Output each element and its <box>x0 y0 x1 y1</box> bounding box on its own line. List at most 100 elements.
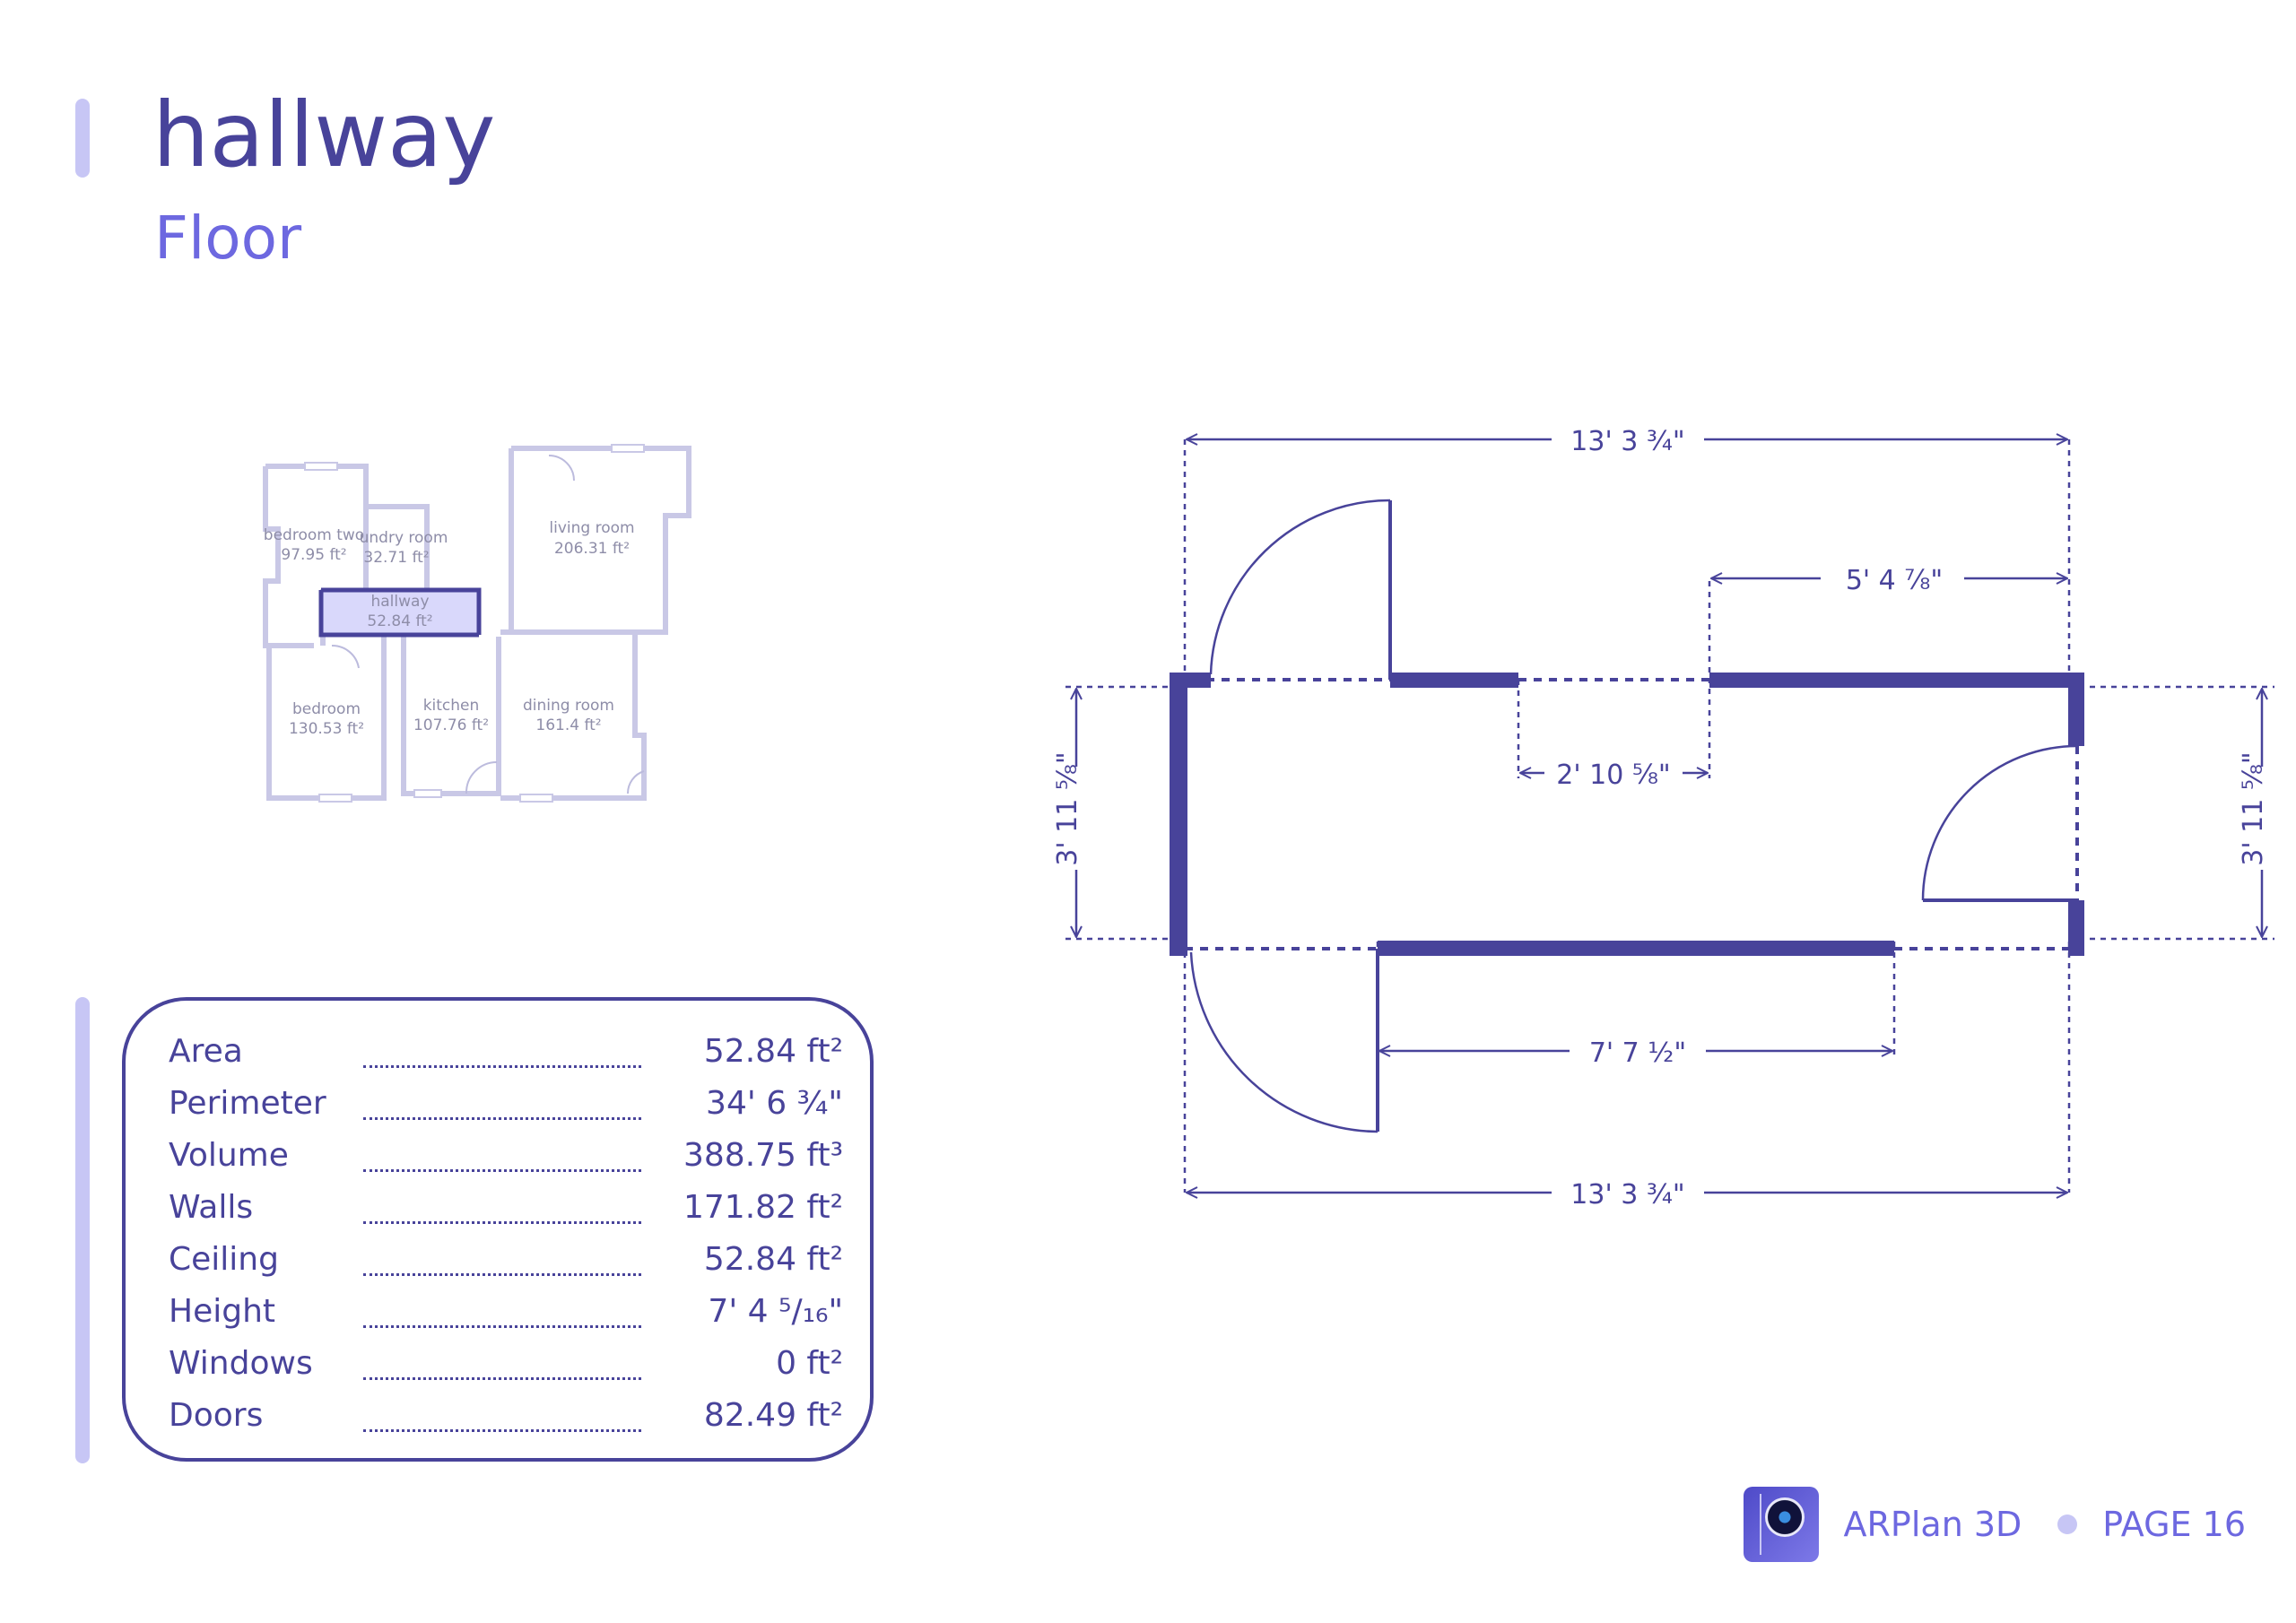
overview-door-arc-dining <box>626 770 645 794</box>
footer-separator-dot <box>2057 1515 2078 1534</box>
dim-label-top-width: 13' 3 ¾" <box>1570 426 1684 457</box>
overview-room-area: 206.31 ft² <box>554 540 630 558</box>
stat-label: Walls <box>169 1189 254 1226</box>
overview-door-arc-hallway <box>451 591 480 620</box>
stat-row-area: Area 52.84 ft² <box>126 1029 870 1081</box>
overview-wall-bedroom <box>266 637 387 801</box>
door-swing-top <box>1209 499 1391 675</box>
stat-value: 34' 6 ¾" <box>706 1085 843 1122</box>
stat-leader-dots <box>363 1221 641 1224</box>
dim-label-left-height: 3' 11 ⅝" <box>1052 751 1083 865</box>
wall-top-left <box>1170 673 1211 688</box>
overview-room-name: hallway <box>370 593 429 611</box>
overview-wall-laundry <box>366 504 430 592</box>
overview-wall-dining-room <box>500 629 647 801</box>
lens-icon-part <box>1764 1497 1805 1537</box>
title-accent-bar <box>75 99 90 178</box>
stat-row-ceiling: Ceiling 52.84 ft² <box>126 1237 870 1289</box>
stat-value: 0 ft² <box>776 1345 843 1382</box>
stat-row-height: Height 7' 4 ⁵/₁₆" <box>126 1289 870 1341</box>
dim-label-bottom-width: 13' 3 ¾" <box>1570 1179 1684 1211</box>
walls <box>1170 673 2084 956</box>
overview-window <box>413 789 442 798</box>
stat-label: Doors <box>169 1397 264 1434</box>
stat-label: Perimeter <box>169 1085 326 1122</box>
stat-leader-dots <box>363 1065 641 1068</box>
extension-lines <box>1065 439 2274 1193</box>
stat-label: Ceiling <box>169 1241 279 1278</box>
stat-label: Area <box>169 1033 243 1070</box>
overview-room-area: 107.76 ft² <box>413 716 489 734</box>
app-name: ARPlan 3D <box>1843 1505 2022 1544</box>
stat-leader-dots <box>363 1117 641 1120</box>
ruler-icon-part <box>1751 1494 1761 1555</box>
footer: ARPlan 3D PAGE 16 <box>1743 1485 2246 1564</box>
wall-left <box>1170 673 1187 956</box>
overview-windows <box>304 444 645 803</box>
stat-row-windows: Windows 0 ft² <box>126 1341 870 1393</box>
overview-window <box>318 794 352 803</box>
overview-room-name: bedroom two <box>264 526 364 544</box>
stats-table: Area 52.84 ft² Perimeter 34' 6 ¾" Volume… <box>122 997 874 1462</box>
stat-row-perimeter: Perimeter 34' 6 ¾" <box>126 1081 870 1133</box>
stat-label: Height <box>169 1293 276 1330</box>
overview-door-arc-kitchen <box>465 761 498 794</box>
wall-right-upper <box>2068 673 2084 746</box>
stat-row-doors: Doors 82.49 ft² <box>126 1393 870 1445</box>
dim-label-top-right-segment: 5' 4 ⅞" <box>1846 565 1943 596</box>
wall-right-lower <box>2068 900 2084 956</box>
stat-label: Volume <box>169 1137 289 1174</box>
overview-hallway-walls <box>318 587 482 638</box>
page-subtitle: Floor <box>154 204 302 273</box>
camera-lens-ruler-icon <box>1743 1487 1819 1562</box>
stat-value: 52.84 ft² <box>703 1033 843 1070</box>
overview-room-name: living room <box>549 519 634 537</box>
overview-window <box>611 444 645 453</box>
overview-room-area: 97.95 ft² <box>281 546 346 564</box>
dim-label-bottom-segment: 7' 7 ½" <box>1589 1037 1686 1069</box>
stat-value: 82.49 ft² <box>703 1397 843 1434</box>
dimension-lines <box>1076 439 2262 1193</box>
dim-label-opening: 2' 10 ⅝" <box>1556 759 1670 791</box>
stat-leader-dots <box>363 1429 641 1432</box>
wall-openings <box>1185 678 2079 950</box>
stat-leader-dots <box>363 1377 641 1380</box>
wall-top-middle <box>1390 673 1518 688</box>
door-swing-right <box>1921 744 2078 901</box>
wall-top-right <box>1709 673 2084 688</box>
table-accent-bar <box>75 997 90 1463</box>
stat-value: 7' 4 ⁵/₁₆" <box>708 1293 843 1330</box>
overview-room-area: 52.84 ft² <box>367 612 432 630</box>
overview-room-name: dining room <box>523 697 614 715</box>
stat-value: 171.82 ft² <box>683 1189 843 1226</box>
overview-room-name: kitchen <box>423 697 480 715</box>
stat-label: Windows <box>169 1345 313 1382</box>
stat-row-walls: Walls 171.82 ft² <box>126 1185 870 1237</box>
overview-room-area: 32.71 ft² <box>363 549 429 567</box>
overview-walls <box>263 446 691 801</box>
overview-room-name: undry room <box>360 529 448 547</box>
stat-row-volume: Volume 388.75 ft³ <box>126 1133 870 1185</box>
overview-room-area: 130.53 ft² <box>289 720 364 738</box>
overview-wall-bedroom-two <box>263 464 369 648</box>
door-swing-bottom <box>1189 951 1378 1133</box>
overview-room-name: bedroom <box>292 700 361 718</box>
stat-leader-dots <box>363 1325 641 1328</box>
stat-value: 52.84 ft² <box>703 1241 843 1278</box>
overview-hallway-highlight <box>321 590 479 635</box>
stat-leader-dots <box>363 1273 641 1276</box>
overview-door-arcs <box>331 455 645 794</box>
overview-door-arc-living <box>548 455 575 482</box>
dim-label-right-height: 3' 11 ⅝" <box>2238 751 2269 865</box>
stat-value: 388.75 ft³ <box>683 1137 843 1174</box>
wall-bottom-middle <box>1378 941 1894 956</box>
overview-wall-kitchen <box>401 637 501 796</box>
overview-room-area: 161.4 ft² <box>535 716 601 734</box>
stat-leader-dots <box>363 1169 641 1172</box>
page-title: hallway <box>152 82 496 187</box>
doors <box>1189 499 2078 1133</box>
overview-door-arc-bedroom <box>331 644 360 669</box>
page-number: PAGE 16 <box>2102 1505 2246 1544</box>
overview-window <box>519 794 553 803</box>
overview-window <box>304 462 338 471</box>
